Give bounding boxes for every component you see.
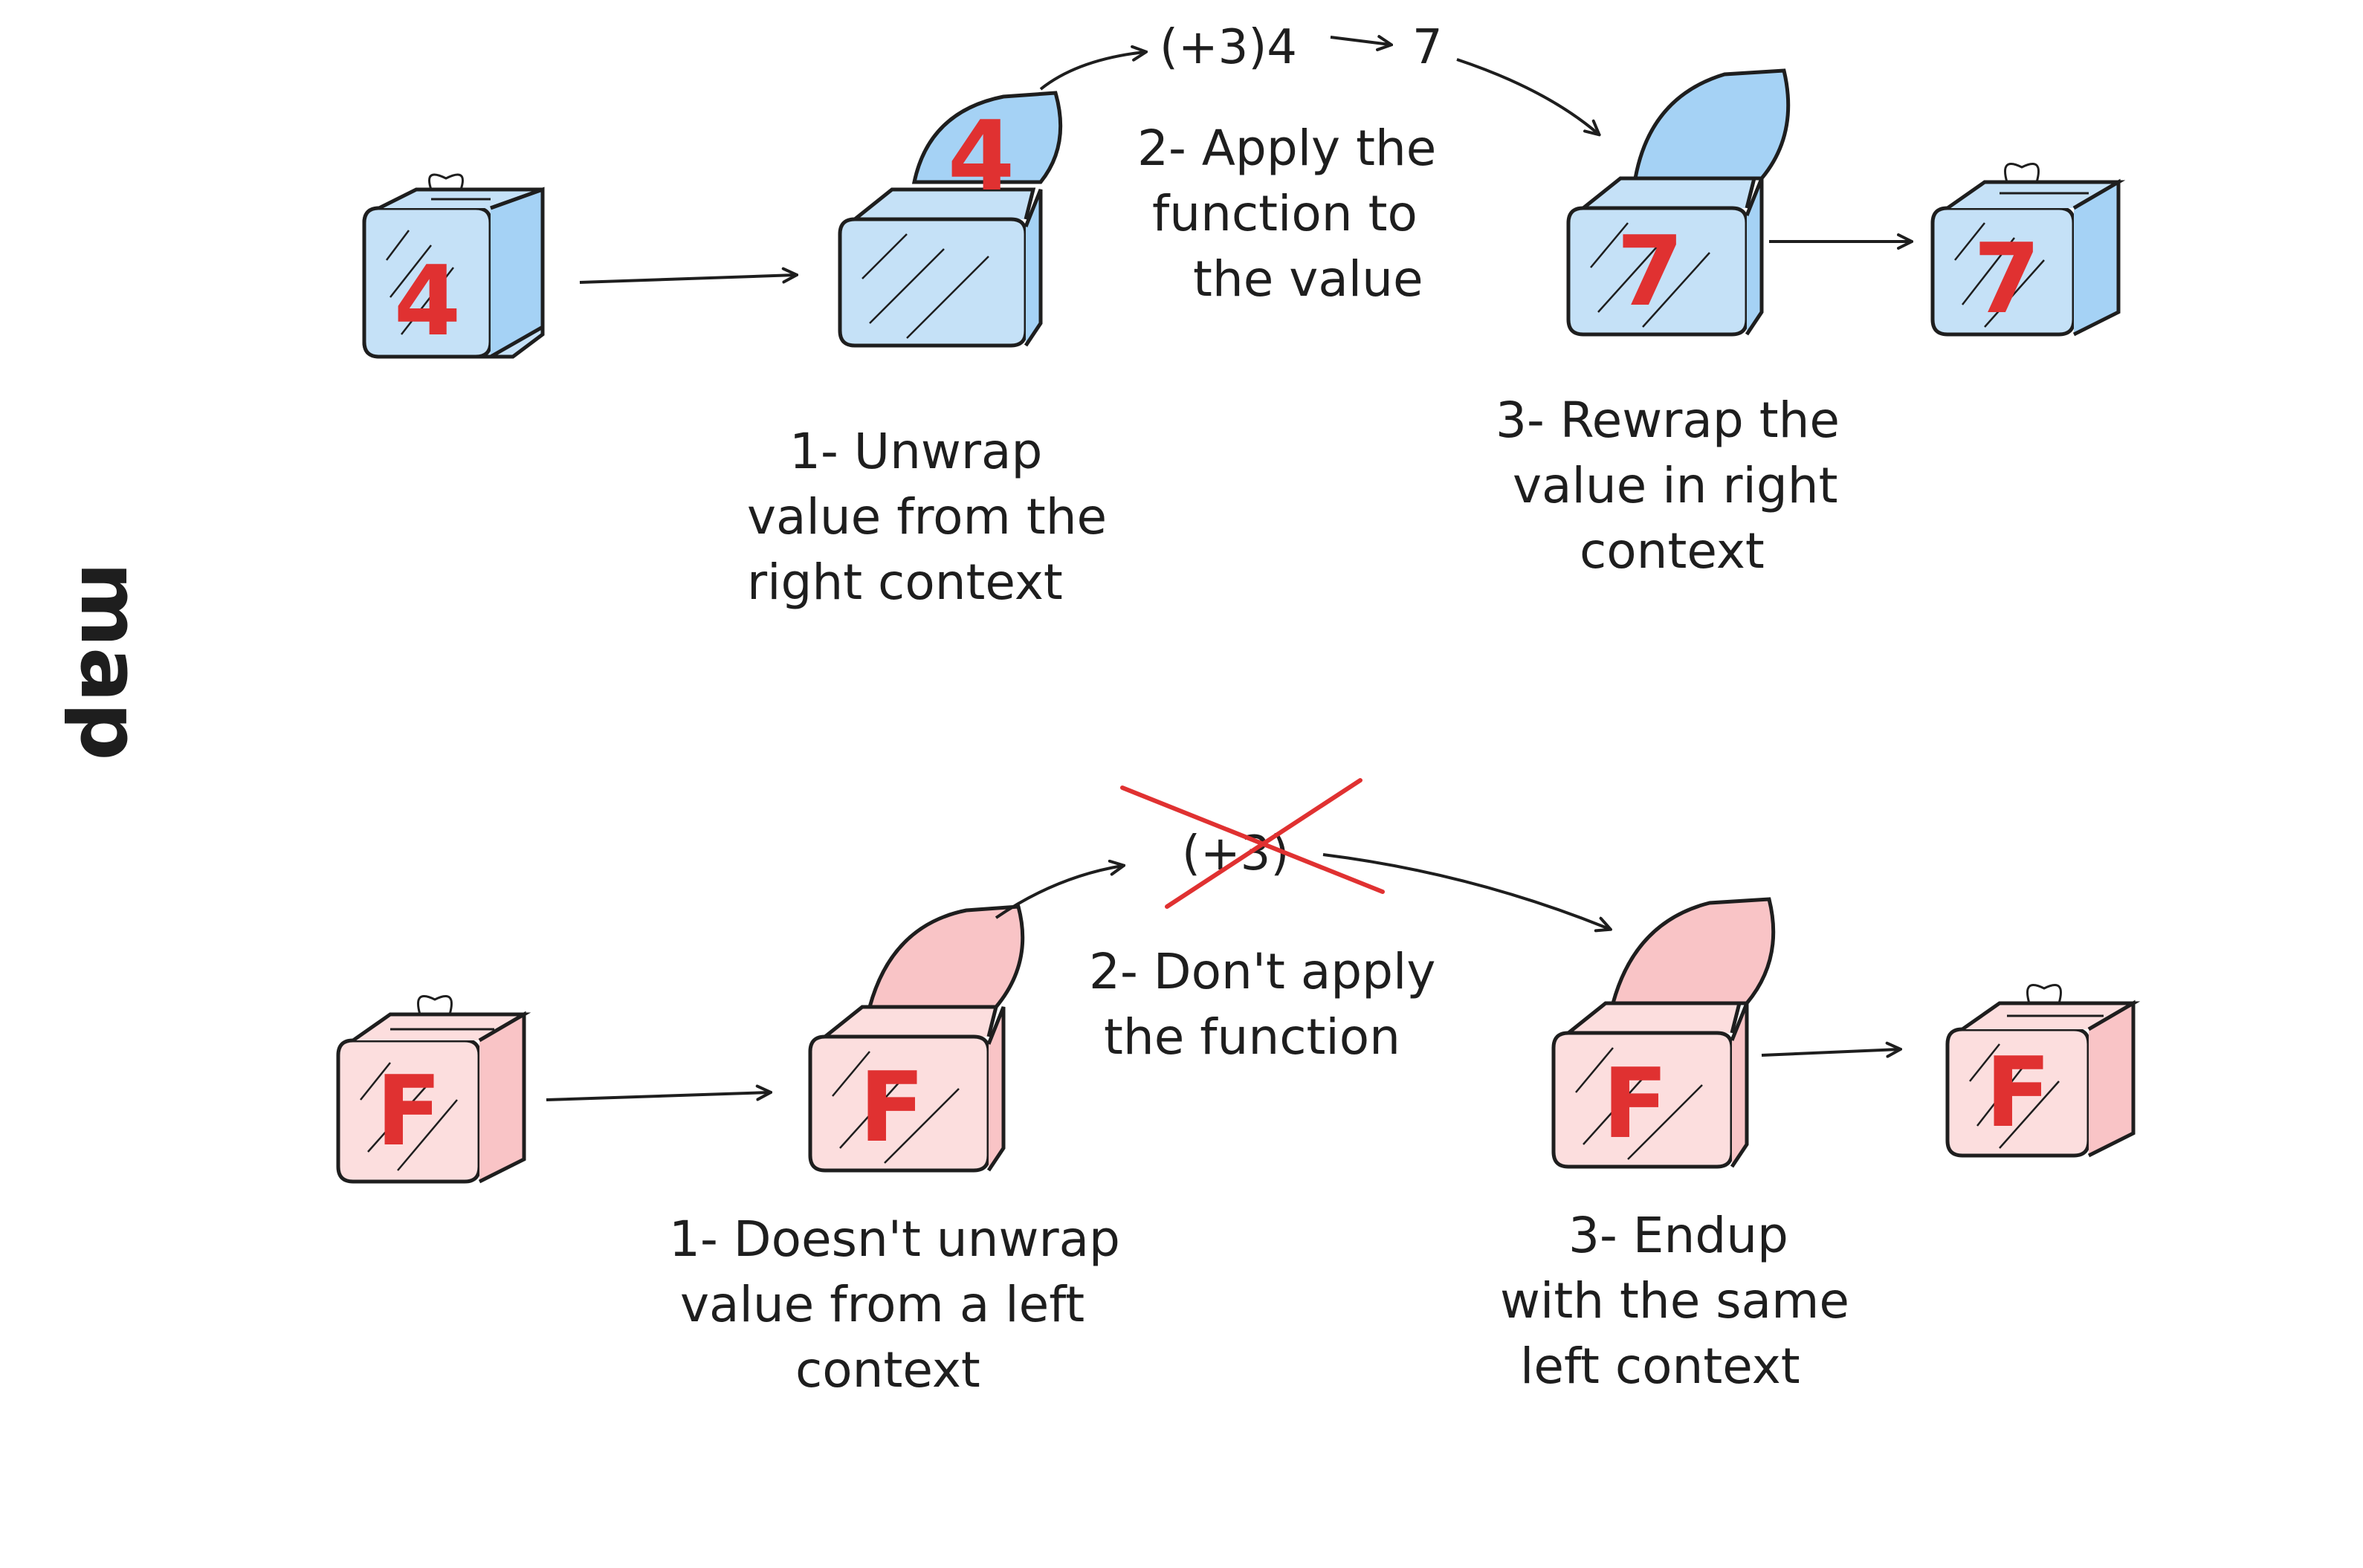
arrow-icon [579,275,795,284]
arrow-icon [1456,58,1598,134]
box-value: F [859,1051,925,1164]
step2-label: 2- Don't apply the function [1089,943,1435,1066]
arrow-icon [546,1092,769,1101]
step2-line-2: function to [1152,185,1418,242]
box-value: 4 [394,244,461,357]
function-result: 7 [1412,20,1443,75]
step1-line-1: 1- Unwrap [789,423,1042,480]
step1-line-3: context [795,1341,980,1399]
step3-line-2: value in right [1513,457,1837,514]
step2-line-3: the value [1193,250,1423,308]
wrapped-box-icon: 4 [362,173,545,359]
step1-line-2: value from a left [680,1276,1084,1333]
arrow-icon [1330,37,1390,45]
box-value: F [1985,1036,2052,1149]
step3-label: 3- Endup with the same left context [1500,1207,1849,1395]
box-value: 7 [1974,222,2040,335]
step2-line-1: 2- Don't apply [1089,943,1435,1000]
wrapped-box-icon: F [1945,984,2141,1158]
function-expression: (+3)4 [1160,20,1297,75]
function-expression: (+3) [1182,826,1289,881]
arrow-icon [1039,52,1145,91]
open-box-icon: 7 [1566,68,1791,337]
arrow-icon [995,866,1122,919]
wrapped-box-icon: F [336,995,531,1184]
step2-line-2: the function [1104,1008,1400,1066]
open-box-icon: F [808,904,1025,1173]
step1-label: 1- Unwrap value from the right context [747,423,1107,611]
step3-line-2: with the same [1500,1272,1849,1329]
step3-label: 3- Rewrap the value in right context [1496,392,1840,580]
open-box-icon: 4 [838,91,1063,348]
open-box-icon: F [1551,897,1776,1169]
step1-line-3: right context [747,554,1063,611]
lid-value: 4 [948,100,1015,213]
step3-line-3: left context [1520,1338,1800,1395]
step3-line-3: context [1580,522,1765,580]
cross-out-icon: (+3) [1120,778,1385,909]
step3-line-1: 3- Rewrap the [1496,392,1840,449]
step1-line-1: 1- Doesn't unwrap [669,1211,1120,1268]
box-value: 7 [1617,215,1684,328]
arrow-icon [1761,1049,1899,1055]
box-value: F [1603,1047,1669,1160]
diagram-title: map [62,562,158,761]
step1-line-2: value from the [747,488,1107,545]
wrapped-box-icon: 7 [1930,163,2126,337]
box-value: F [376,1054,442,1167]
step1-label: 1- Doesn't unwrap value from a left cont… [669,1211,1120,1399]
step3-line-1: 3- Endup [1568,1207,1788,1264]
arrow-icon [1322,853,1609,929]
step2-line-1: 2- Apply the [1137,120,1436,177]
step2-label: 2- Apply the function to the value [1137,120,1436,308]
